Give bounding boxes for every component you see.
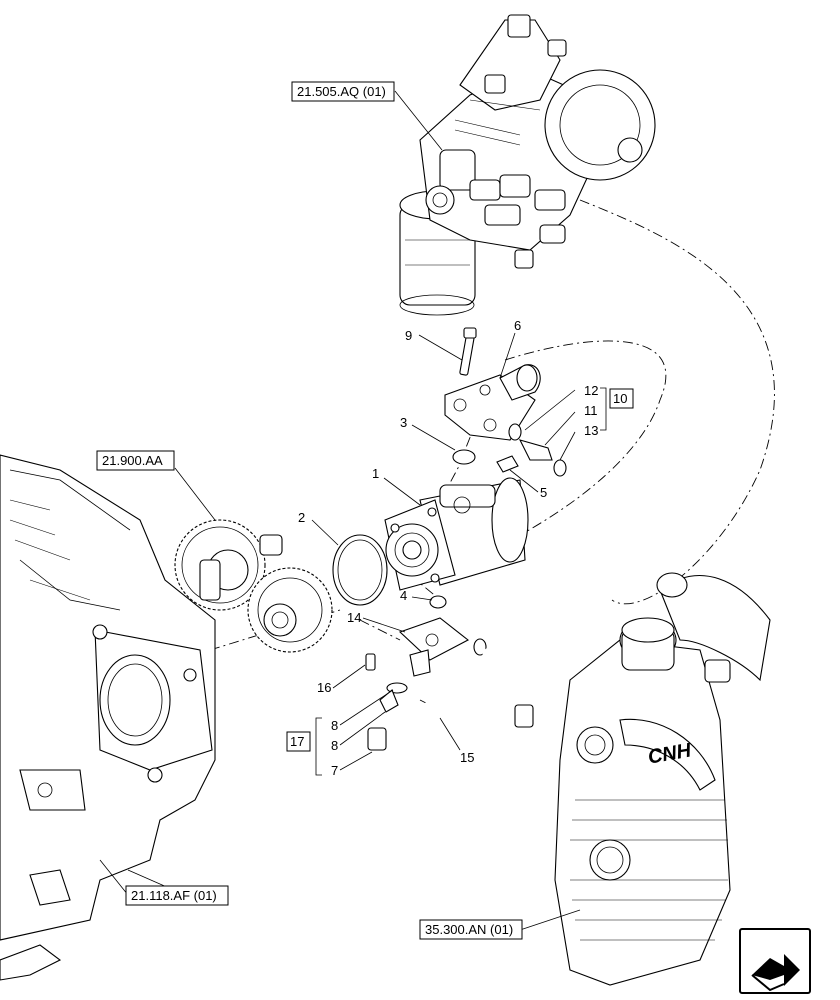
callout-5: 5 [540,485,547,500]
callout-17: 17 [290,734,304,749]
kit-callout-17: 17 [286,731,311,752]
seals-fittings [332,423,567,694]
ref-label-21900: 21.900.AA [102,453,163,468]
leader-lines [99,90,607,931]
arrow-next-icon[interactable] [739,928,811,994]
callout-8-upper: 8 [331,718,338,733]
callout-9: 9 [405,328,412,343]
air-filter: CNH [554,572,771,986]
reference-35300[interactable]: 35.300.AN (01) [419,919,523,940]
callout-numbers: 1 2 3 4 5 6 7 8 8 9 11 12 13 14 15 16 [298,318,598,778]
callout-15: 15 [460,750,474,765]
ref-label-21505: 21.505.AQ (01) [297,84,386,99]
reference-21505[interactable]: 21.505.AQ (01) [291,81,395,102]
callout-3: 3 [400,415,407,430]
bolt [459,327,477,376]
callout-4: 4 [400,588,407,603]
reference-21900[interactable]: 21.900.AA [96,450,175,471]
reference-21118[interactable]: 21.118.AF (01) [125,885,229,906]
callout-13: 13 [584,423,598,438]
pump-flange [444,364,541,441]
hydraulic-hose [362,646,539,858]
hydraulic-valve-assembly [399,14,656,316]
kit-callout-10: 10 [609,388,634,409]
transmission-housing [0,454,216,981]
ref-label-35300: 35.300.AN (01) [425,922,513,937]
adapter-plate [365,617,470,719]
callout-11: 11 [584,403,598,418]
hydraulic-pump [384,477,529,591]
callout-14: 14 [347,610,361,625]
callout-6: 6 [514,318,521,333]
ref-label-21118: 21.118.AF (01) [131,888,217,903]
callout-1: 1 [372,466,379,481]
callout-12: 12 [584,383,598,398]
callout-16: 16 [317,680,331,695]
callout-2: 2 [298,510,305,525]
callout-7: 7 [331,763,338,778]
callout-8-lower: 8 [331,738,338,753]
callout-10: 10 [613,391,627,406]
gear-train [174,519,333,653]
